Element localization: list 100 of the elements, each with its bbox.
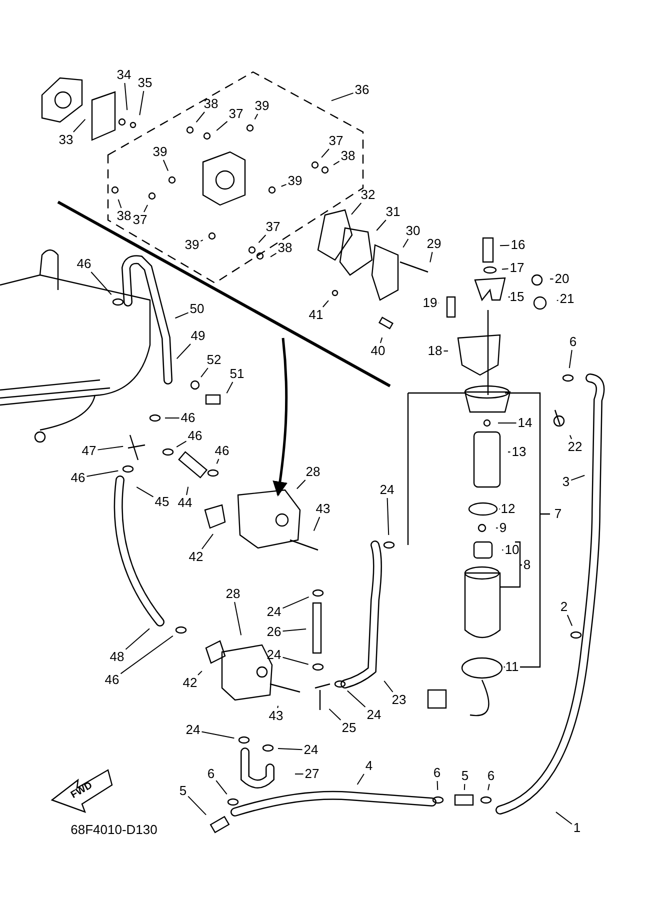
leader-line	[280, 184, 287, 187]
callout-number: 24	[366, 708, 382, 722]
leader-line	[201, 534, 214, 550]
callout-number: 13	[512, 445, 526, 459]
leader-line	[216, 780, 228, 795]
callout-number: 15	[510, 290, 524, 304]
leader-line	[569, 434, 572, 440]
callout-number: 46	[104, 673, 120, 687]
callout-number: 46	[76, 257, 92, 271]
leader-line	[333, 160, 340, 166]
leader-line	[97, 446, 124, 450]
leader-line	[386, 498, 390, 536]
callout-number: 34	[116, 68, 132, 82]
callout-number: 17	[510, 261, 524, 275]
leader-line	[464, 784, 466, 790]
leader-line	[550, 278, 554, 280]
callout-number: 51	[230, 367, 244, 381]
callout-number: 43	[268, 709, 284, 723]
bracket-label: 7	[554, 507, 562, 521]
leader-line	[500, 244, 510, 246]
callout-number: 46	[70, 471, 86, 485]
callout-number: 29	[426, 237, 442, 251]
callout-number: 31	[386, 205, 400, 219]
leader-line	[436, 780, 438, 790]
leader-line	[120, 635, 174, 674]
callout-number: 40	[370, 344, 386, 358]
leader-line	[162, 160, 169, 172]
leader-line	[139, 90, 144, 116]
leader-line	[196, 112, 206, 123]
callout-number: 41	[308, 308, 324, 322]
callout-number: 9	[499, 521, 507, 535]
drawing-code: 68F4010-D130	[70, 823, 158, 837]
callout-number: 42	[182, 676, 198, 690]
callout-number: 32	[360, 188, 376, 202]
leader-line	[313, 516, 320, 532]
callout-number: 39	[152, 145, 168, 159]
leader-line	[350, 202, 362, 215]
callout-number: 24	[186, 723, 200, 737]
callout-number: 36	[354, 83, 370, 97]
leader-line	[216, 458, 220, 464]
leader-line	[321, 148, 330, 158]
leader-line	[443, 350, 448, 352]
callout-number: 25	[342, 721, 356, 735]
callout-number: 5	[461, 769, 469, 783]
callout-number: 44	[178, 496, 192, 510]
callout-number: 24	[304, 743, 318, 757]
callout-number: 38	[204, 97, 218, 111]
callout-number: 6	[487, 769, 495, 783]
callout-number: 46	[180, 411, 196, 425]
leader-line	[282, 596, 310, 609]
callout-number: 46	[214, 444, 230, 458]
leader-line	[201, 731, 235, 739]
callout-number: 18	[428, 344, 442, 358]
leader-line	[136, 486, 154, 498]
leader-line	[356, 774, 364, 786]
leader-line	[430, 252, 433, 263]
callout-number: 26	[266, 625, 282, 639]
leader-line	[200, 240, 204, 242]
callout-number: 14	[518, 416, 532, 430]
callout-number: 35	[138, 76, 152, 90]
callout-number: 37	[132, 213, 148, 227]
callout-number: 46	[188, 429, 202, 443]
callout-number: 10	[504, 543, 520, 557]
callout-number: 3	[562, 475, 570, 489]
leader-line	[72, 118, 86, 132]
callout-number: 28	[226, 587, 240, 601]
leader-line	[118, 198, 122, 208]
callout-number: 39	[184, 238, 200, 252]
callout-number: 2	[560, 600, 568, 614]
leader-line	[144, 204, 148, 212]
leader-line	[188, 796, 207, 816]
leader-line	[376, 220, 386, 231]
leader-line	[330, 92, 354, 102]
leader-line	[568, 350, 572, 369]
callout-number: 1	[573, 821, 581, 835]
callout-number: 38	[340, 149, 356, 163]
callout-number: 4	[365, 759, 373, 773]
leader-line	[501, 268, 509, 270]
callout-number: 43	[316, 502, 330, 516]
callout-number: 30	[406, 224, 420, 238]
callout-number: 52	[206, 353, 222, 367]
callout-number: 48	[110, 650, 124, 664]
leader-line	[234, 602, 242, 636]
callout-number: 24	[266, 648, 282, 662]
leader-line	[402, 238, 409, 248]
callout-number: 28	[306, 465, 320, 479]
callout-number: 23	[392, 693, 406, 707]
leader-line	[90, 272, 112, 296]
leader-line	[216, 120, 228, 132]
leader-line	[258, 234, 266, 244]
leader-line	[198, 670, 202, 676]
leader-line	[174, 312, 189, 319]
callout-number: 42	[188, 550, 204, 564]
callout-number: 37	[228, 107, 244, 121]
leader-line	[282, 656, 309, 665]
leader-line	[296, 480, 306, 490]
leader-line	[328, 708, 342, 720]
callout-number: 6	[569, 335, 577, 349]
callout-number: 37	[266, 220, 280, 234]
callout-number: 37	[328, 134, 344, 148]
